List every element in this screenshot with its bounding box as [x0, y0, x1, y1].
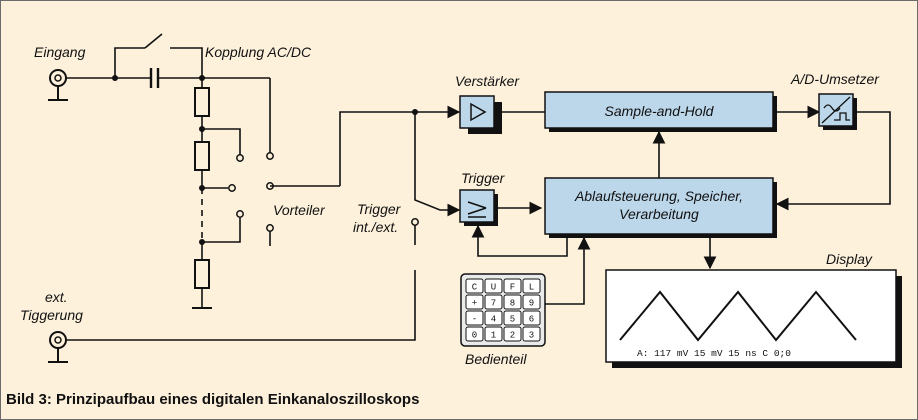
keypad-key	[503, 310, 522, 326]
control-block	[544, 177, 777, 238]
keypad-key	[484, 294, 503, 310]
label-ad-umsetzer: A/D-Umsetzer	[790, 71, 880, 87]
label-kopplung: Kopplung AC/DC	[205, 44, 312, 60]
label-vorteiler: Vorteiler	[273, 202, 326, 218]
signal-wiring	[66, 105, 461, 341]
label-trigger-intext-2: int./ext.	[353, 219, 398, 235]
keypad-key	[484, 310, 503, 326]
label-ext-1: ext.	[45, 289, 68, 305]
label-display: Display	[826, 251, 873, 267]
keypad-key-label: 1	[491, 331, 496, 341]
keypad-key-label: +	[472, 299, 477, 309]
keypad-key-label: C	[472, 283, 478, 293]
label-eingang: Eingang	[34, 44, 86, 60]
keypad-key-label: 4	[491, 315, 496, 325]
keypad-key	[522, 294, 541, 310]
keypad-key	[522, 326, 541, 342]
keypad: C U F L +7 8 9 - 4 5 6 0 1 2 3	[460, 273, 546, 347]
voltage-divider	[192, 78, 241, 309]
control-label-1: Ablaufsteuerung, Speicher,	[574, 188, 743, 204]
keypad-key-label: 5	[510, 315, 515, 325]
prescaler-wiring	[269, 111, 415, 246]
keypad-key-label: 0	[472, 331, 477, 341]
control-label-2: Verarbeitung	[619, 206, 699, 222]
keypad-key	[465, 294, 484, 310]
prescaler-switch	[228, 152, 274, 232]
adc-to-control-wire	[775, 111, 891, 211]
keypad-key	[503, 294, 522, 310]
keypad-key	[503, 326, 522, 342]
junction-dot	[199, 185, 205, 191]
keypad-key-label: 7	[491, 299, 496, 309]
junction-dot	[199, 239, 205, 245]
junction-dot	[199, 126, 205, 132]
junction-dot	[112, 75, 118, 81]
keypad-key	[465, 278, 484, 294]
display-waveform	[619, 290, 857, 342]
keypad-key-label: 3	[529, 331, 534, 341]
keypad-key	[484, 326, 503, 342]
keypad-to-control-wire	[545, 236, 591, 305]
keypad-key-label: 6	[529, 315, 534, 325]
label-bedienteil: Bedienteil	[465, 351, 527, 367]
keypad-key	[522, 310, 541, 326]
keypad-key	[503, 278, 522, 294]
label-verstaerker: Verstärker	[455, 73, 520, 89]
label-ext-2: Tiggerung	[20, 307, 83, 323]
keypad-key	[465, 310, 484, 326]
sample-hold-label: Sample-and-Hold	[605, 103, 715, 119]
input-jack	[48, 69, 68, 101]
junction-dot	[412, 109, 418, 115]
keypad-key-label: 8	[510, 299, 515, 309]
label-trigger: Trigger	[461, 170, 506, 186]
keypad-key-label: L	[529, 283, 534, 293]
keypad-key	[465, 326, 484, 342]
amplifier-block	[459, 95, 498, 130]
keypad-key-label: F	[510, 283, 515, 293]
coupling-capacitor	[149, 68, 160, 88]
keypad-key-label: 9	[529, 299, 534, 309]
trigger-switch-contact	[411, 218, 419, 226]
ext-trigger-jack	[48, 331, 68, 363]
sample-hold-block	[544, 91, 777, 132]
figure-caption: Bild 3: Prinzipaufbau eines digitalen Ei…	[6, 391, 420, 408]
keypad-key-label: U	[491, 283, 496, 293]
display-screen: A: 117 mV 15 mV 15 ns C 0;0	[605, 269, 902, 368]
keypad-key	[522, 278, 541, 294]
adc-block	[818, 93, 857, 130]
keypad-key-label: 2	[510, 331, 515, 341]
trigger-block	[459, 189, 498, 226]
input-wiring	[66, 33, 271, 153]
label-trigger-intext-1: Trigger	[357, 201, 402, 217]
control-to-trigger-wire	[471, 224, 568, 257]
keypad-key	[484, 278, 503, 294]
keypad-key-label: -	[472, 315, 477, 325]
display-readout: A: 117 mV 15 mV 15 ns C 0;0	[637, 348, 791, 359]
